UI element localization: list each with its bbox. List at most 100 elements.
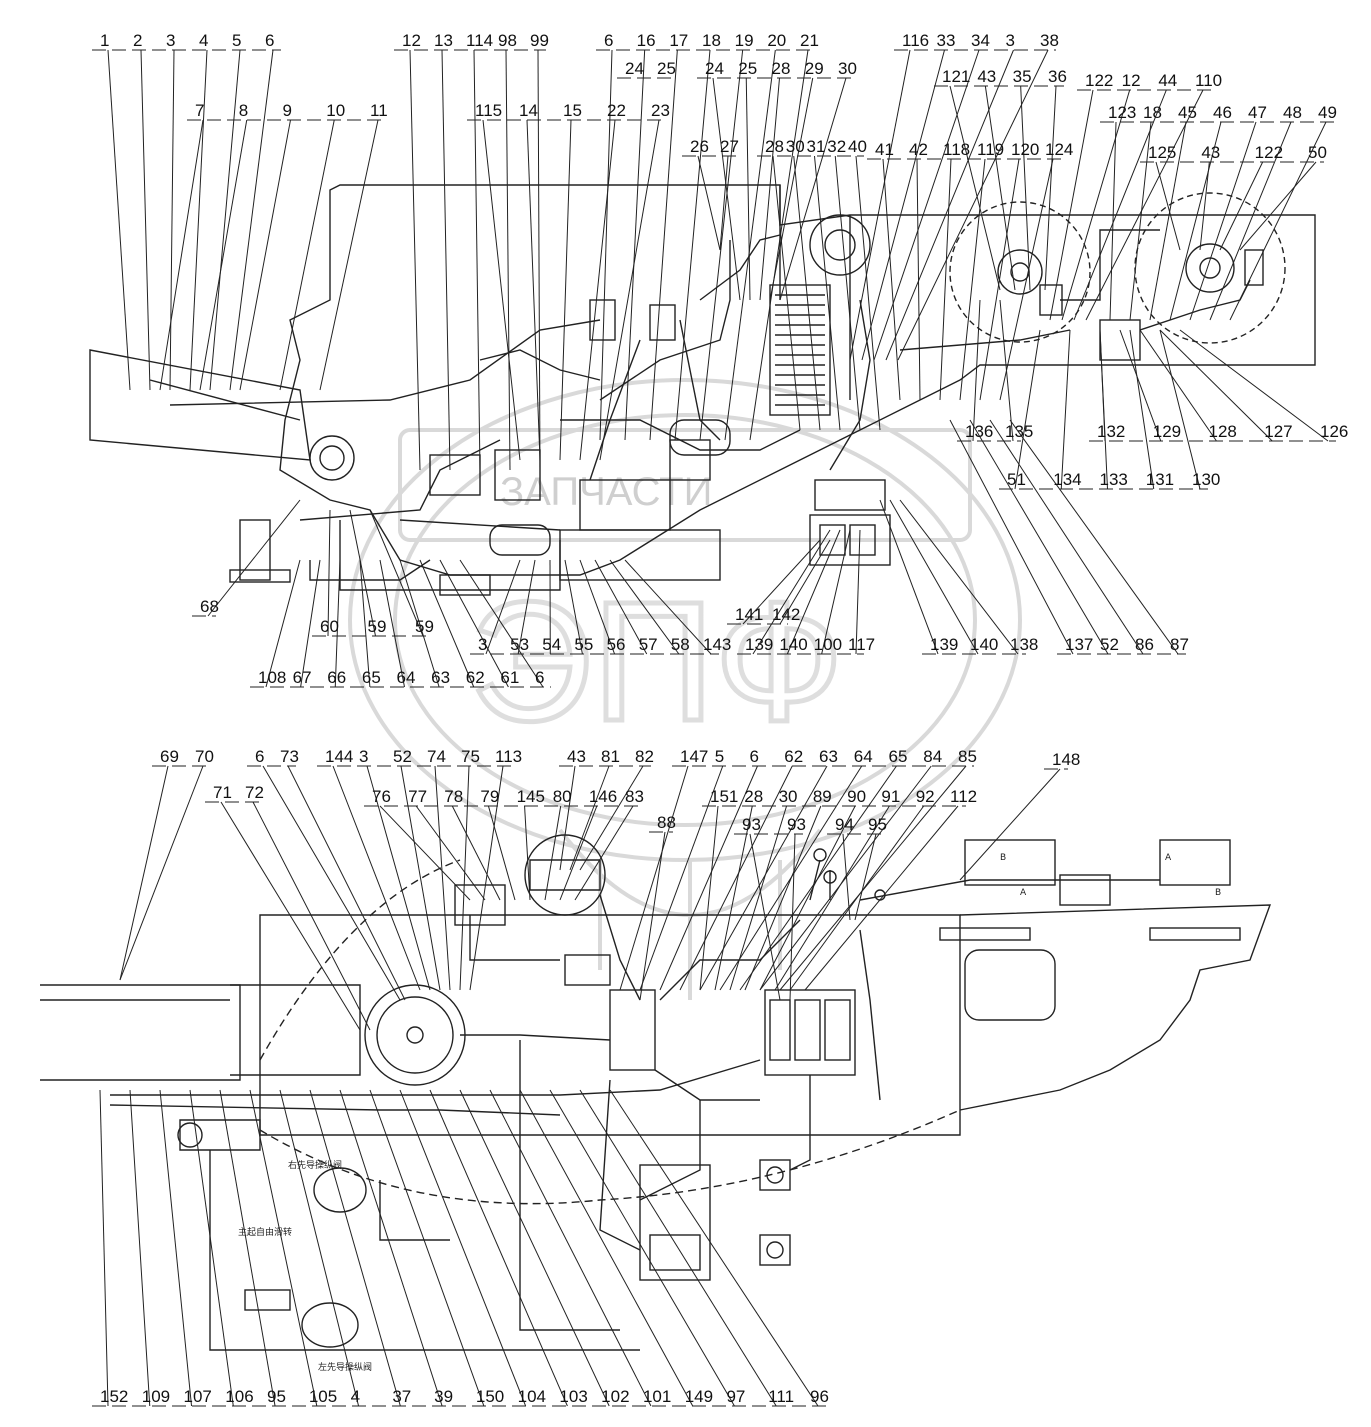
- callout-number: 92: [916, 787, 935, 806]
- callout-number: 52: [393, 747, 412, 766]
- callout-number: 94: [835, 815, 854, 834]
- callout-number: 24: [625, 59, 644, 78]
- callout-number: 4: [351, 1387, 360, 1406]
- callout-number: 146: [589, 787, 617, 806]
- callout-number: 36: [1048, 67, 1067, 86]
- callout-number: 144: [325, 747, 353, 766]
- callout-number: 60: [320, 617, 339, 636]
- callout-number: 9: [283, 101, 292, 120]
- callout-number: 85: [958, 747, 977, 766]
- callout-number: 20: [767, 31, 786, 50]
- callout-number: 2: [133, 31, 142, 50]
- callout-number: 51: [1007, 470, 1026, 489]
- callout-number: 40: [848, 137, 867, 156]
- left-pilot-valve-label: 左先导操纵阀: [318, 1361, 372, 1373]
- callout-number: 82: [635, 747, 654, 766]
- callout-number: 30: [779, 787, 798, 806]
- callout-number: 116: [902, 31, 929, 50]
- callout-number: 127: [1264, 422, 1292, 441]
- callout-number: 100: [814, 635, 842, 654]
- callout-number: 11: [370, 101, 388, 120]
- callout-number: 25: [738, 59, 757, 78]
- callout-number: 41: [875, 140, 894, 159]
- callout-number: 121: [942, 67, 970, 86]
- callout-number: 99: [530, 31, 549, 50]
- callout-number: 24: [705, 59, 724, 78]
- callout-number: 49: [1318, 103, 1337, 122]
- callout-number: 6: [535, 668, 544, 687]
- callout-number: 37: [392, 1387, 411, 1406]
- callout-number: 149: [685, 1387, 713, 1406]
- callout-number: 18: [1143, 103, 1162, 122]
- callout-number: 54: [542, 635, 561, 654]
- callout-number: 57: [639, 635, 658, 654]
- callout-number: 133: [1100, 470, 1128, 489]
- callout-number: 93: [787, 815, 806, 834]
- callout-number: 6: [265, 31, 274, 50]
- callout-number: 76: [372, 787, 391, 806]
- callout-number: 43: [1201, 143, 1220, 162]
- callout-number: 89: [813, 787, 832, 806]
- callout-number: 1: [100, 31, 109, 50]
- callout-number: 56: [607, 635, 626, 654]
- callout-number: 139: [930, 635, 958, 654]
- callout-number: 47: [1248, 103, 1267, 122]
- callout-number: 52: [1100, 635, 1119, 654]
- callout-number: 73: [280, 747, 299, 766]
- callout-number: 30: [786, 137, 805, 156]
- callout-number: 143: [703, 635, 731, 654]
- callout-number: 77: [408, 787, 427, 806]
- port-label-a1: A: [1020, 888, 1027, 898]
- callout-number: 135: [1005, 422, 1033, 441]
- callout-number: 114: [466, 31, 493, 50]
- callout-number: 69: [160, 747, 179, 766]
- callout-number: 90: [847, 787, 866, 806]
- callout-number: 132: [1097, 422, 1125, 441]
- callout-number: 83: [625, 787, 644, 806]
- callout-number: 32: [827, 137, 846, 156]
- callout-number: 4: [199, 31, 208, 50]
- callout-number: 145: [517, 787, 545, 806]
- callout-number: 128: [1209, 422, 1237, 441]
- callout-number: 125: [1148, 143, 1176, 162]
- callout-number: 130: [1192, 470, 1220, 489]
- callout-number: 66: [327, 668, 346, 687]
- watermark: ЗАПЧАСТИ ЭПФ: [348, 378, 1022, 1000]
- callout-number: 118: [943, 140, 970, 159]
- callout-number: 6: [604, 31, 613, 50]
- callout-number: 112: [950, 787, 977, 806]
- callout-number: 126: [1320, 422, 1348, 441]
- callout-number: 55: [574, 635, 593, 654]
- callout-number: 48: [1283, 103, 1302, 122]
- callout-number: 122: [1085, 71, 1113, 90]
- callout-number: 117: [848, 635, 875, 654]
- callout-number: 26: [690, 137, 709, 156]
- callout-number: 64: [397, 668, 416, 687]
- callout-number: 29: [805, 59, 824, 78]
- callout-number: 65: [362, 668, 381, 687]
- callout-number: 122: [1255, 143, 1283, 162]
- right-pilot-valve-label: 右先导操纵阀: [288, 1159, 342, 1171]
- callout-number: 3: [166, 31, 175, 50]
- callout-number: 58: [671, 635, 690, 654]
- callout-number: 63: [431, 668, 450, 687]
- callout-number: 39: [434, 1387, 453, 1406]
- callout-number: 10: [326, 101, 345, 120]
- callout-number: 8: [239, 101, 248, 120]
- callout-number: 147: [680, 747, 708, 766]
- callout-number: 105: [309, 1387, 337, 1406]
- callout-number: 31: [807, 137, 826, 156]
- callout-number: 28: [765, 137, 784, 156]
- callout-number: 129: [1153, 422, 1181, 441]
- callout-number: 131: [1146, 470, 1174, 489]
- callout-number: 111: [768, 1387, 794, 1406]
- callout-number: 34: [971, 31, 990, 50]
- callout-number: 17: [669, 31, 688, 50]
- callout-number: 35: [1013, 67, 1032, 86]
- callout-number: 65: [889, 747, 908, 766]
- callout-number: 93: [742, 815, 761, 834]
- callout-number: 152: [100, 1387, 128, 1406]
- callout-number: 78: [444, 787, 463, 806]
- callout-number: 101: [643, 1387, 671, 1406]
